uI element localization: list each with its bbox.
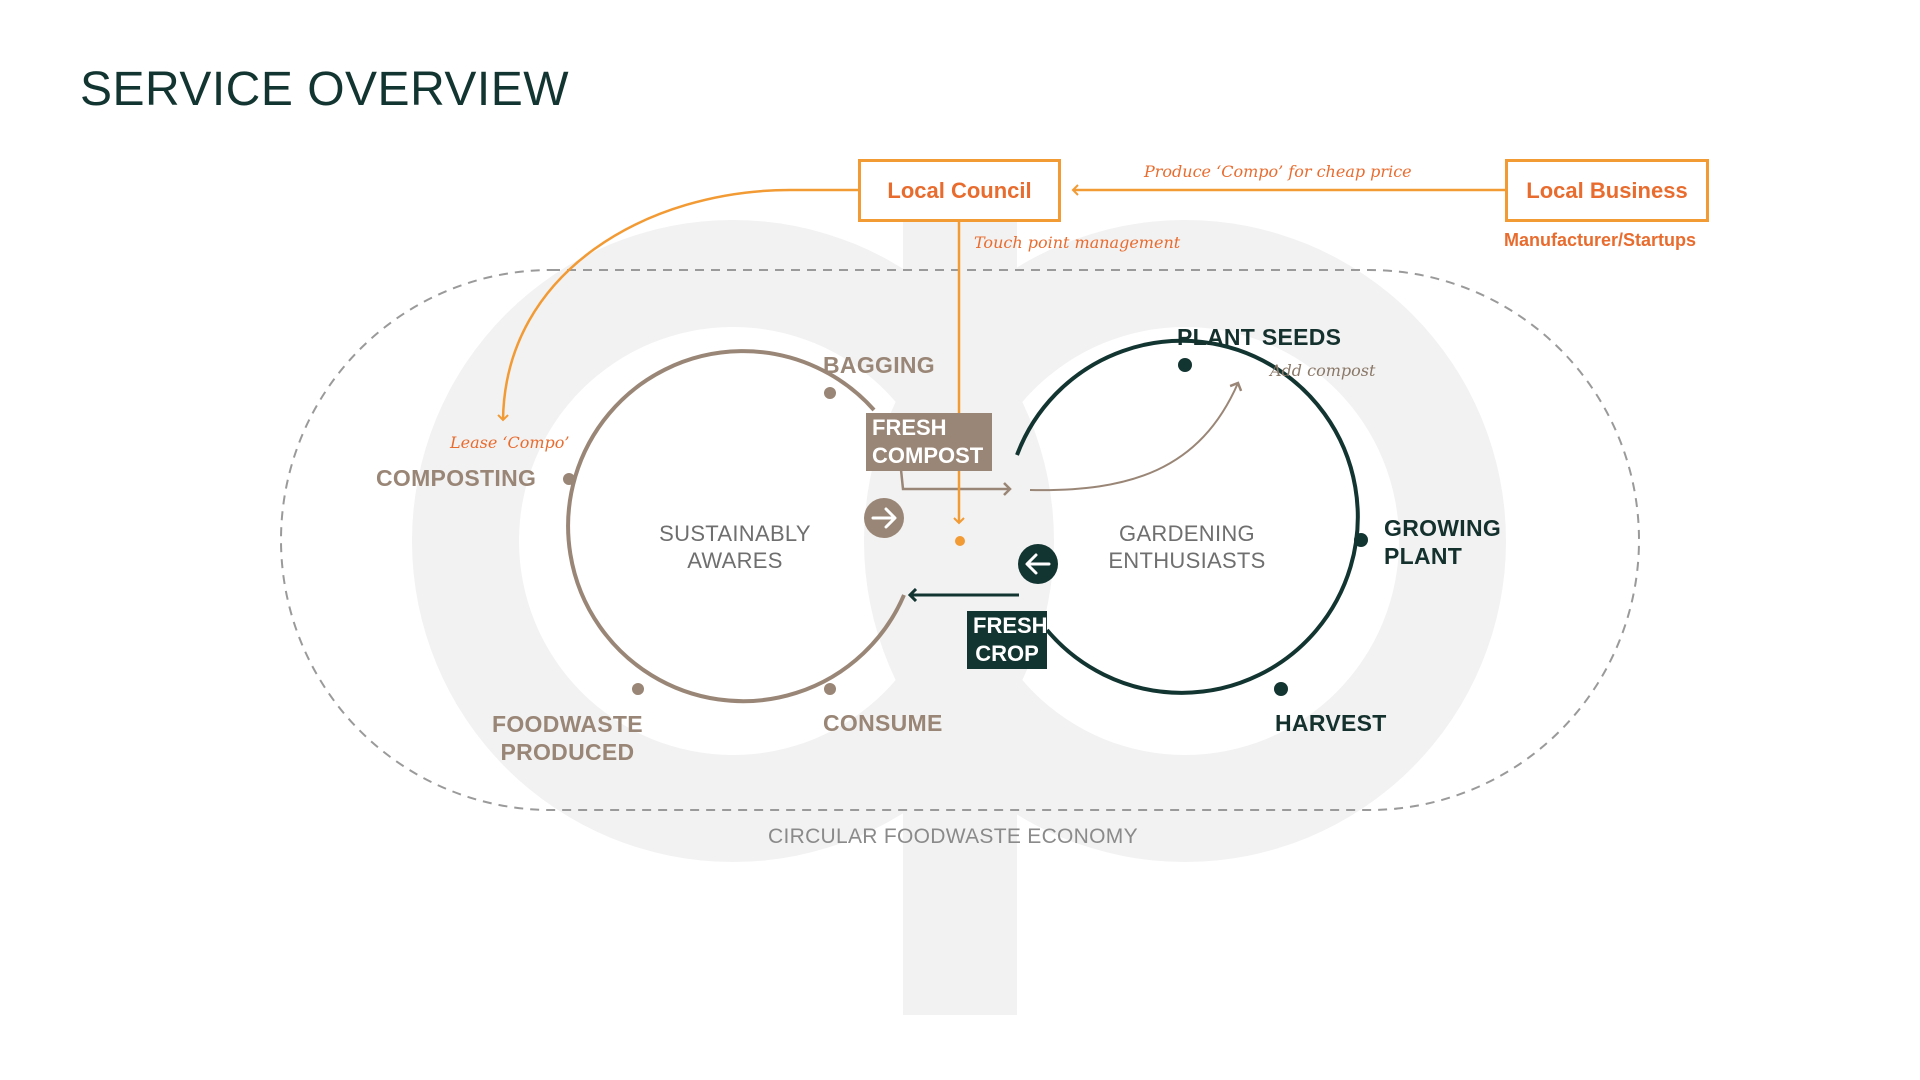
local-business-subtitle: Manufacturer/Startups [1504, 230, 1697, 250]
local-council-box: Local Council [858, 159, 1061, 222]
stage-growing-line1: GROWING [1384, 515, 1502, 541]
right-cycle-ring [1015, 338, 1360, 695]
left-cycle-center: SUSTAINABLY AWARES [620, 520, 850, 574]
fresh-compost-line2: COMPOST [872, 443, 984, 468]
lease-compo-arrow [497, 188, 858, 422]
consume-node [824, 683, 836, 695]
fresh-crop-tag: FRESH CROP [967, 611, 1048, 669]
bagging-node [824, 387, 836, 399]
page-title: SERVICE OVERVIEW [80, 63, 570, 116]
fresh-crop-line1: FRESH [973, 613, 1048, 638]
add-compost-annotation: Add compost [1270, 361, 1376, 380]
stage-harvest: HARVEST [1275, 710, 1387, 736]
lease-compo-annotation: Lease ‘Compo’ [450, 433, 570, 452]
fresh-crop-line2: CROP [975, 641, 1039, 666]
stage-foodwaste-line2: PRODUCED [500, 739, 635, 765]
fresh-compost-line1: FRESH [872, 415, 947, 440]
harvest-node [1274, 682, 1288, 696]
right-cycle-center: GARDENING ENTHUSIASTS [1072, 520, 1302, 574]
right-center-line2: ENTHUSIASTS [1108, 548, 1266, 573]
left-cycle-ring [566, 349, 906, 704]
foodwaste-node [632, 683, 644, 695]
left-center-line1: SUSTAINABLY [659, 521, 811, 546]
touch-point-dot [955, 536, 965, 546]
economy-label: CIRCULAR FOODWASTE ECONOMY [768, 825, 1138, 848]
arrow-right-icon [864, 498, 904, 538]
local-business-label: Local Business [1526, 177, 1688, 203]
right-center-line1: GARDENING [1119, 521, 1255, 546]
fresh-compost-tag: FRESH COMPOST [866, 413, 992, 471]
add-compost-arrow [1029, 381, 1243, 492]
local-council-label: Local Council [887, 177, 1032, 203]
left-center-line2: AWARES [687, 548, 783, 573]
watermark-logo [412, 220, 1506, 1015]
plant-seeds-node [1178, 358, 1192, 372]
produce-compo-annotation: Produce ‘Compo’ for cheap price [1144, 162, 1412, 181]
stage-consume: CONSUME [823, 710, 943, 736]
stage-growing-line2: PLANT [1384, 543, 1463, 569]
stage-bagging: BAGGING [823, 352, 935, 378]
composting-node [563, 473, 575, 485]
stage-plant-seeds: PLANT SEEDS [1177, 324, 1342, 350]
stage-growing-plant: GROWING PLANT [1384, 514, 1501, 570]
stage-foodwaste-produced: FOODWASTE PRODUCED [492, 710, 643, 766]
stage-foodwaste-line1: FOODWASTE [492, 711, 643, 737]
local-business-box: Local Business [1505, 159, 1709, 222]
stage-composting: COMPOSTING [376, 465, 537, 491]
growing-plant-node [1354, 533, 1368, 547]
touch-point-annotation: Touch point management [974, 233, 1181, 252]
arrow-left-icon [1018, 544, 1058, 584]
